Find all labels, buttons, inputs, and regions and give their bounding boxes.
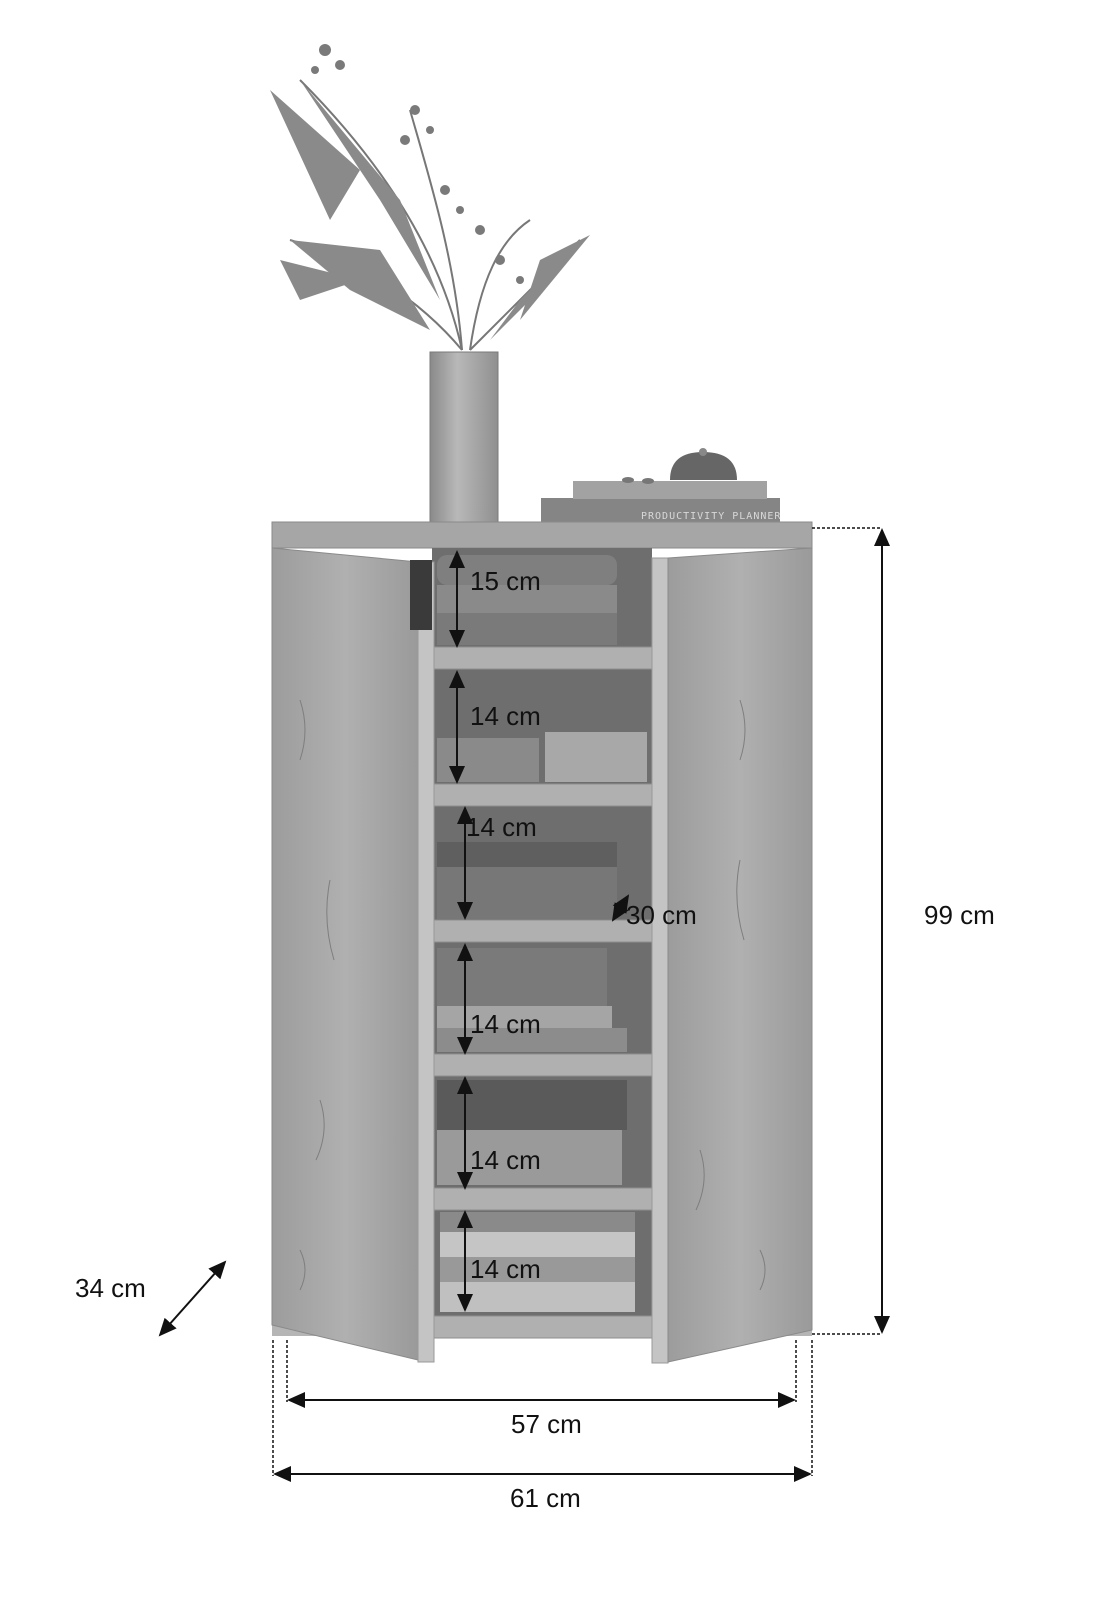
left-door-handle [410,560,432,630]
shelf-6-height-label: 14 cm [470,1254,541,1284]
inner-depth-arrow [611,894,630,922]
shelf-5-height-label: 14 cm [470,1145,541,1175]
depth-label: 34 cm [75,1273,146,1303]
book-spine-text: PRODUCTIVITY PLANNER [641,511,782,522]
shelves [431,646,653,1339]
inner-width-label: 57 cm [511,1409,582,1439]
shelf-2-height-label: 14 cm [470,701,541,731]
height-label: 99 cm [924,900,995,930]
shelf-3-height-label: 14 cm [466,812,537,842]
left-door [271,547,435,1363]
folded-clothes [437,555,647,1312]
vase [429,351,499,528]
cabinet-top [271,521,813,549]
shelf-height-arrows [449,550,473,1312]
height-dimension [812,527,890,1335]
inner-depth-label: 30 cm [626,900,697,930]
right-door [651,547,813,1364]
width-dimensions [272,1340,813,1482]
plant-decoration [270,44,590,351]
shelf-4-height-label: 14 cm [470,1009,541,1039]
depth-arrow [158,1260,227,1337]
outer-width-label: 61 cm [510,1483,581,1513]
shelf-1-height-label: 15 cm [470,566,541,596]
